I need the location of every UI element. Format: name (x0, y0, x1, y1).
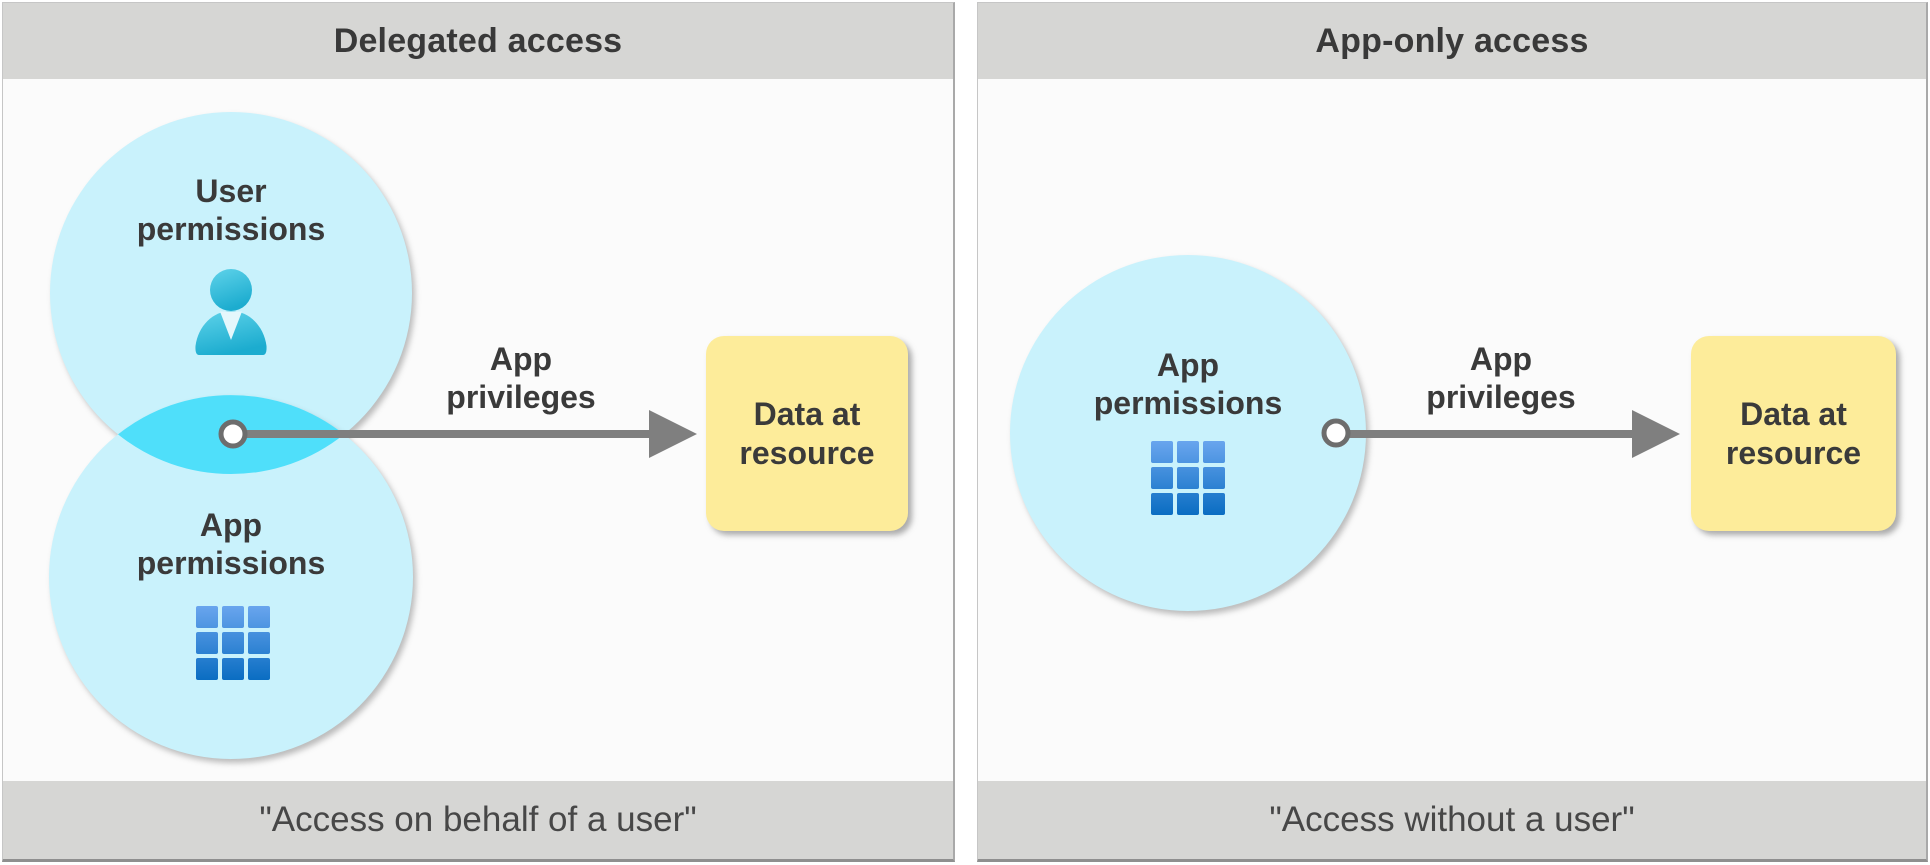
label-line: Data at (1740, 395, 1847, 432)
panel-title: Delegated access (333, 21, 623, 60)
label-line: privileges (1426, 379, 1576, 415)
data-at-resource-box: Data at resource (706, 336, 908, 531)
label-line: App (1156, 347, 1220, 383)
label-line: App (489, 341, 553, 377)
label-line: permissions (136, 545, 326, 581)
caption-text: "Access without a user" (1269, 800, 1635, 839)
panel-title: App-only access (1315, 21, 1589, 60)
label-line: resource (1725, 434, 1862, 471)
arrow-head-icon (649, 410, 697, 458)
label-line: permissions (136, 211, 326, 247)
app-only-access-title-bar: App-only access (978, 3, 1926, 79)
label-line: Data at (753, 395, 861, 432)
arrow-head-icon (1632, 410, 1680, 458)
user-icon-head (210, 269, 252, 311)
user-icon-collar (220, 311, 242, 340)
label-line: App (1469, 341, 1533, 377)
app-only-access-caption-bar: "Access without a user" (978, 781, 1926, 859)
app-grid-icon (1151, 441, 1225, 515)
label-line: privileges (446, 379, 596, 415)
label-line: User (195, 173, 267, 209)
label-line: App (199, 507, 263, 543)
app-permissions-circle (1010, 255, 1366, 611)
app-grid-icon (196, 606, 270, 680)
app-privileges-label: App privileges (446, 340, 595, 416)
label-line: permissions (1093, 385, 1283, 421)
delegated-access-caption-bar: "Access on behalf of a user" (3, 781, 953, 859)
delegated-access-title-bar: Delegated access (3, 3, 953, 79)
data-at-resource-box: Data at resource (1691, 336, 1896, 531)
user-icon (195, 269, 267, 355)
app-permissions-label: App permissions (1094, 346, 1283, 422)
caption-text: "Access on behalf of a user" (259, 800, 697, 839)
app-privileges-label: App privileges (1426, 340, 1575, 416)
app-only-access-panel: App-only access App permissions App priv… (977, 2, 1928, 862)
label-line: resource (739, 434, 875, 471)
delegated-access-panel: Delegated access User permissions App pe… (2, 2, 955, 862)
user-permissions-label: User permissions (137, 172, 326, 248)
app-permissions-label: App permissions (137, 506, 326, 582)
